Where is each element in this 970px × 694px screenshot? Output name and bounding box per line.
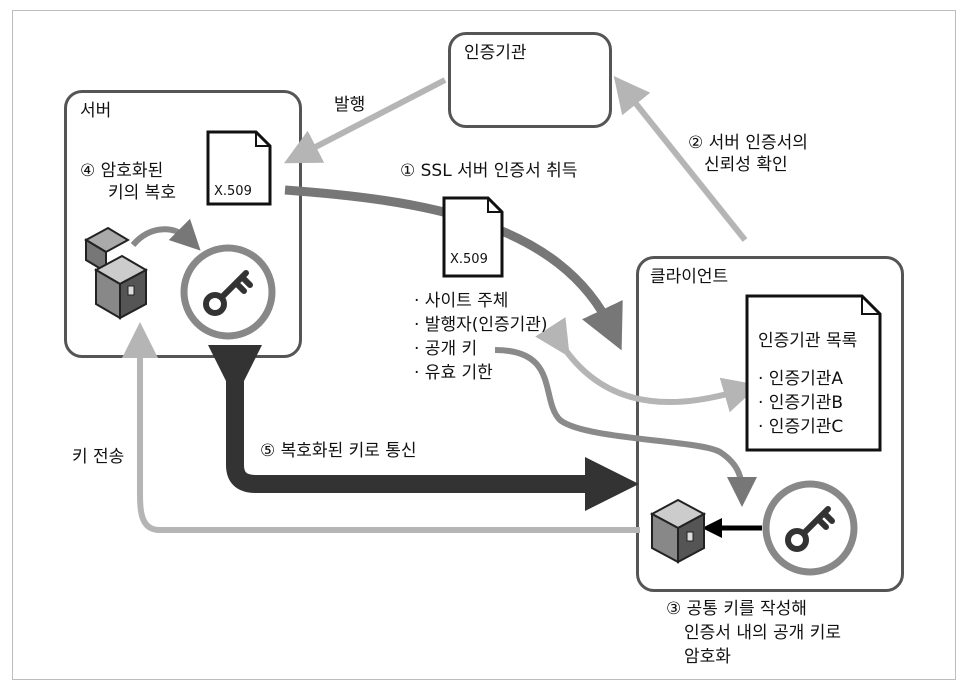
step3-label-line3: 암호화 — [684, 647, 731, 667]
decrypt-arrow — [130, 218, 201, 251]
transfer-certificate-icon — [442, 196, 504, 278]
cert-field-validity: · 유효 기한 — [414, 363, 493, 383]
cert-field-issuer: · 발행자(인증기관) — [414, 315, 548, 335]
figure-frame — [12, 10, 956, 680]
ca-box — [448, 32, 612, 128]
step1-label: ① SSL 서버 인증서 취득 — [400, 161, 578, 181]
step2-label-line2: 신뢰성 확인 — [704, 155, 788, 175]
step5-label: ⑤ 복호화된 키로 통신 — [260, 441, 417, 461]
step3-label-line1: ③ 공통 키를 작성해 — [666, 599, 807, 619]
verify-arrow — [613, 75, 748, 242]
server-title: 서버 — [80, 101, 112, 121]
server-cert-text: X.509 — [214, 184, 252, 199]
ca-list-item-b: · 인증기관B — [758, 393, 844, 413]
cert-field-public-key: · 공개 키 — [414, 339, 478, 359]
treasure-chest-open-icon — [83, 226, 149, 320]
treasure-chest-closed-icon — [649, 498, 707, 564]
key-transfer-label: 키 전송 — [72, 447, 125, 467]
step4-label-line2: 키의 복호 — [108, 183, 176, 203]
public-key-arrow — [494, 347, 757, 507]
ca-title: 인증기관 — [464, 43, 527, 63]
cert-field-subject: · 사이트 주체 — [414, 291, 509, 311]
ca-list-item-c: · 인증기관C — [758, 417, 844, 437]
transfer-cert-text: X.509 — [450, 252, 488, 267]
step3-label-line2: 인증서 내의 공개 키로 — [684, 623, 841, 643]
client-key-icon — [762, 480, 858, 576]
client-title: 클라이언트 — [650, 267, 729, 287]
communication-arrow — [208, 345, 639, 511]
server-key-icon — [180, 244, 276, 340]
issue-arrow — [284, 77, 447, 164]
server-certificate-icon — [206, 130, 272, 206]
ca-list-title: 인증기관 목록 — [758, 331, 858, 351]
ca-list-item-a: · 인증기관A — [758, 369, 843, 389]
ca-list-document-icon — [745, 294, 882, 452]
issuer-check-arrow — [535, 317, 760, 413]
issue-label: 발행 — [334, 95, 366, 115]
step4-label-line1: ④ 암호화된 — [80, 161, 164, 181]
step2-label-line1: ② 서버 인증서의 — [688, 133, 808, 153]
key-transfer-arrow — [122, 322, 640, 533]
